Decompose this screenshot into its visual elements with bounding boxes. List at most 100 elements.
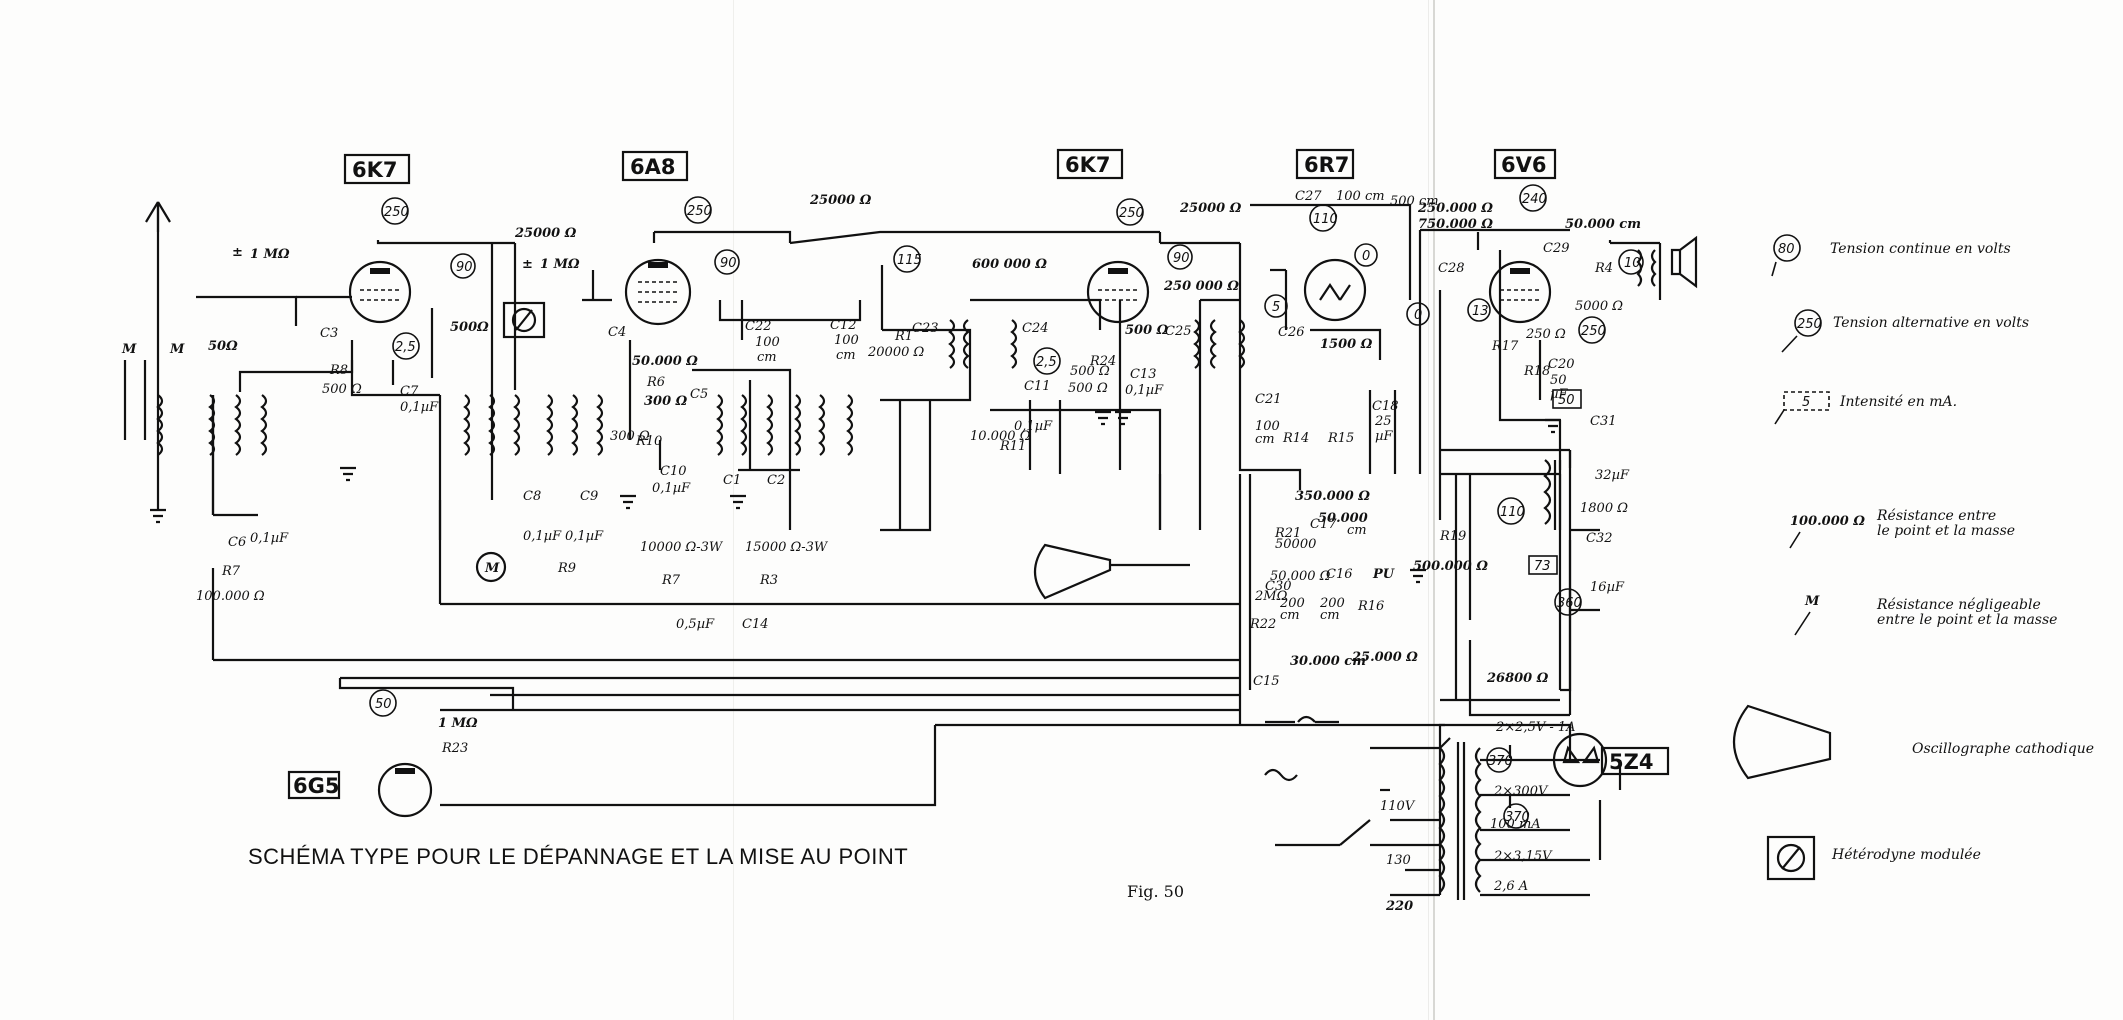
lbl-C10: C10 <box>660 464 687 479</box>
lbl-C12: C12 <box>830 318 857 333</box>
lbl-C28: C28 <box>1438 261 1465 276</box>
lbl-R15: R15 <box>1327 431 1354 446</box>
lbl-r500-t1: 500Ω <box>450 320 489 335</box>
voltage-markers: 250 90 2,5 250 90 115 250 90 2,5 110 0 5… <box>369 184 1644 829</box>
legend: 80 Tension continue en volts 250 Tension… <box>1732 234 2094 881</box>
tube-6k7-1-envelope <box>348 260 412 324</box>
lbl-r750000: 750.000 Ω <box>1418 217 1493 232</box>
lbl-C7: C7 <box>400 384 419 399</box>
tube-6k7-2-box <box>1056 148 1124 180</box>
lbl-r1800: 1800 Ω <box>1580 501 1628 516</box>
lbl-C11: C11 <box>1024 379 1051 394</box>
page-crease <box>733 0 734 1020</box>
lbl-r2m: 2MΩ <box>1254 589 1288 604</box>
lbl-r500-t3: 500 Ω <box>1070 364 1110 379</box>
tube-6k7-2-name: 6K7 <box>1065 153 1111 177</box>
lbl-C22: C22 <box>745 319 772 334</box>
tube-6a8-envelope <box>624 258 692 326</box>
legend-symbol-dc: 80 <box>1778 242 1795 257</box>
lbl-c30u: cm <box>1280 608 1300 623</box>
lbl-R14: R14 <box>1282 431 1309 446</box>
volt-t5-cathode: 13 <box>1472 304 1489 319</box>
lbl-R10: R10 <box>635 434 662 449</box>
legend-text-ma: Intensité en mA. <box>1839 394 1957 410</box>
lbl-tr3: 100 mA <box>1490 817 1541 832</box>
volt-t2-screen: 90 <box>720 256 737 271</box>
lbl-c18u: µF <box>1375 429 1393 444</box>
lbl-r300: 300 Ω <box>644 394 688 409</box>
volt-t4-grid: 0 <box>1362 249 1370 264</box>
lbl-tr2: 2×300V <box>1493 784 1549 799</box>
volt-t4-plate: 110 <box>1313 212 1338 227</box>
lbl-c31v: 32µF <box>1595 468 1630 483</box>
meter-m-label: M <box>484 561 500 576</box>
lbl-C3: C3 <box>320 326 338 341</box>
volt-t5-screen: 250 <box>1581 324 1606 339</box>
lbl-c16u: cm <box>1320 608 1340 623</box>
lbl-r25000-b: 25.000 Ω <box>1351 650 1418 665</box>
wire-b-plus-top <box>789 230 1160 245</box>
legend-text-negligible: Résistance négligeable <box>1876 597 2041 613</box>
tube-6g5-box <box>287 770 341 800</box>
lbl-c22u: cm <box>757 350 777 365</box>
lbl-r500-r8: 500 Ω <box>322 382 362 397</box>
lbl-c9v: 0,1µF <box>565 529 604 544</box>
main-wiring <box>156 202 1662 897</box>
volt-t5-plate: 240 <box>1522 192 1547 207</box>
volt-ac-1: 370 <box>1488 754 1513 769</box>
legend-symbol-ma: 5 <box>1802 395 1810 410</box>
tube-labels: 6K7 6A8 6K7 6R7 6V6 5Z4 6G5 <box>287 148 1670 800</box>
volt-t4-cathode: 5 <box>1272 300 1280 315</box>
tube-5z4-name: 5Z4 <box>1609 750 1653 774</box>
lbl-R17: R17 <box>1491 339 1519 354</box>
lbl-tr1: 2×2,5V - 1A <box>1495 720 1576 735</box>
lbl-r25000-top: 25000 Ω <box>809 193 872 208</box>
lbl-v220: 220 <box>1385 899 1413 914</box>
component-labels: ± 1 MΩ 50Ω M M C3 R8 500 Ω C7 0,1µF 500Ω… <box>121 189 1641 914</box>
volt-t1-cathode: 2,5 <box>395 340 416 355</box>
lbl-r5000: 5000 Ω <box>1575 299 1623 314</box>
lbl-C21: C21 <box>1255 392 1282 407</box>
lbl-R9: R9 <box>557 561 576 576</box>
lbl-C4: C4 <box>608 325 626 340</box>
lbl-c10v: 0,1µF <box>652 481 691 496</box>
antenna <box>145 201 171 232</box>
lbl-pm2: ± <box>522 257 533 272</box>
lbl-C17: C17 <box>1310 517 1337 532</box>
legend-text-ac: Tension alternative en volts <box>1833 315 2029 331</box>
lbl-r10000: 10.000 Ω <box>970 429 1031 444</box>
lbl-C13: C13 <box>1130 367 1157 382</box>
oscillograph-probe <box>1033 543 1190 600</box>
tube-6a8-name: 6A8 <box>630 155 675 179</box>
lbl-r26800: 26800 Ω <box>1486 671 1549 686</box>
legend-symbol-resistance: 100.000 Ω <box>1790 514 1865 529</box>
lbl-R24: R24 <box>1089 354 1116 369</box>
rf-coils-left <box>123 360 268 456</box>
tube-5z4-box <box>1600 746 1670 776</box>
lbl-r500000: 500.000 Ω <box>1413 559 1488 574</box>
heterodyne-icon-box <box>1766 835 1816 881</box>
lbl-C29: C29 <box>1543 241 1570 256</box>
lbl-r25000-t3: 25000 Ω <box>1179 201 1242 216</box>
lbl-m-r23: 1 MΩ <box>438 716 478 731</box>
lbl-R4: R4 <box>1594 261 1613 276</box>
lbl-R1: R1 <box>894 329 913 344</box>
lbl-r50000: 50.000 Ω <box>632 354 698 369</box>
lbl-r100000: 100.000 Ω <box>196 589 265 604</box>
lbl-M1: M <box>121 342 137 357</box>
wire-6k7-plate <box>376 240 515 245</box>
lbl-M2: M <box>169 342 185 357</box>
lbl-R8: R8 <box>329 363 348 378</box>
lbl-r50: 50Ω <box>208 339 238 354</box>
lbl-C23: C23 <box>912 321 939 336</box>
lbl-c16v: 200 <box>1319 596 1345 611</box>
volt-ac-2: 370 <box>1505 810 1530 825</box>
lbl-c32v: 16µF <box>1590 580 1625 595</box>
lbl-R7a: R7 <box>221 564 241 579</box>
lbl-R21: R21 <box>1274 526 1301 541</box>
lbl-r1500: 1500 Ω <box>1320 337 1373 352</box>
lbl-C32: C32 <box>1586 531 1613 546</box>
tube-6r7-box <box>1295 148 1355 180</box>
lbl-R19: R19 <box>1439 529 1466 544</box>
lbl-c7v: 0,1µF <box>400 400 439 415</box>
